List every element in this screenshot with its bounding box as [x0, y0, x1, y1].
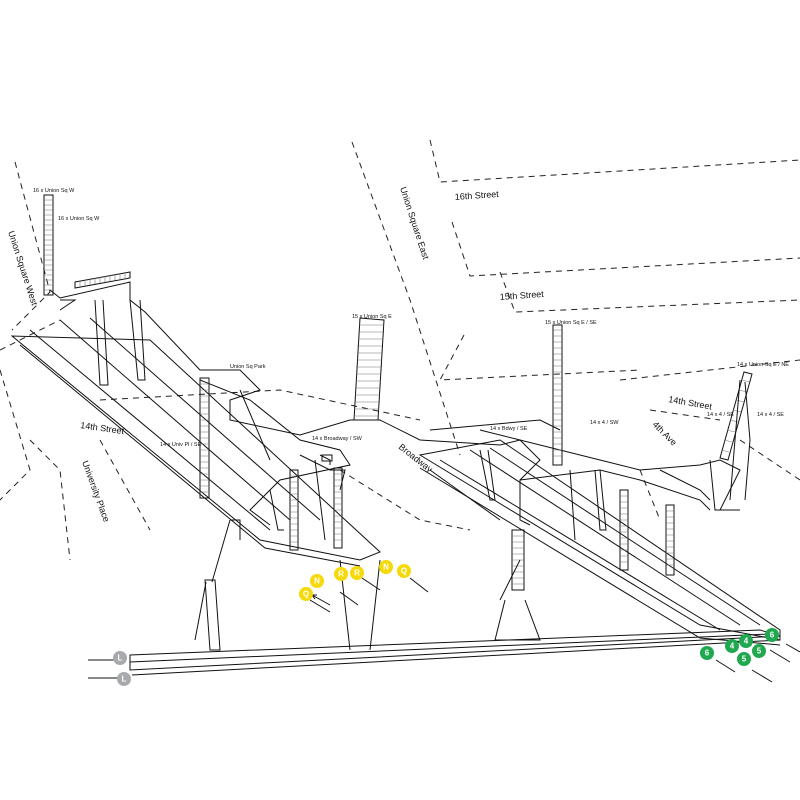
bullet-4-1: 4 — [725, 639, 739, 653]
entrance-14-4-se-1: 14 x 4 / SE — [707, 412, 734, 418]
platforms — [10, 317, 781, 676]
svg-text:4: 4 — [744, 637, 749, 646]
union-square-west-label: Union Square West — [6, 230, 40, 308]
union-square-east-label: Union Square East — [398, 186, 431, 261]
stair-15-usq-e-se — [552, 324, 563, 466]
bullet-r-2: R — [350, 566, 364, 580]
entrance-16-usq-w-1: 16 x Union Sq W — [33, 188, 75, 194]
stair-nqr-1 — [289, 469, 299, 551]
stairs — [43, 194, 753, 591]
stair-16-usq-w — [43, 194, 54, 296]
svg-text:6: 6 — [770, 631, 775, 640]
entrance-14-univ-pl: 14 x Univ Pl / SE — [160, 442, 202, 448]
bullet-4-2: 4 — [739, 634, 753, 648]
stair-15-usq-e — [353, 317, 385, 421]
nqr-platform — [10, 335, 381, 561]
entrance-15-usq-e: 15 x Union Sq E — [352, 314, 392, 320]
stair-irt-2 — [619, 489, 629, 571]
street-labels: Union Square West Union Square East 16th… — [6, 186, 713, 524]
svg-text:R: R — [354, 569, 360, 578]
stair-irt-1 — [511, 529, 525, 591]
bullet-5-2: 5 — [737, 652, 751, 666]
entrance-labels: 16 x Union Sq W 16 x Union Sq W Union Sq… — [33, 188, 789, 448]
bullet-q-1: Q — [299, 587, 313, 601]
svg-text:N: N — [314, 577, 320, 586]
svg-text:6: 6 — [705, 649, 710, 658]
broadway-label: Broadway — [397, 442, 435, 475]
entrance-15-usq-e-se: 15 x Union Sq E / SE — [545, 320, 597, 326]
mezzanine — [49, 281, 741, 526]
entrance-14-4-sw: 14 x 4 / SW — [590, 420, 619, 426]
bullet-6-2: 6 — [765, 628, 779, 642]
stair-irt-3 — [665, 504, 675, 576]
stair-14-usq-e-ne — [719, 371, 753, 461]
entrance-14-usq-e-ne: 14 x Union Sq E / NE — [737, 362, 789, 368]
svg-text:5: 5 — [742, 655, 747, 664]
university-place-label: University Place — [80, 459, 111, 523]
route-bullets: Q N R R N Q 6 4 4 5 6 5 L L — [113, 560, 779, 686]
stair-nqr-2 — [333, 467, 343, 549]
entrance-14-broadway-sw: 14 x Broadway / SW — [312, 436, 363, 442]
l-platform — [129, 629, 781, 671]
svg-text:5: 5 — [757, 647, 762, 656]
svg-text:R: R — [338, 570, 344, 579]
irt-platform — [418, 439, 781, 641]
bullet-l-2: L — [117, 672, 131, 686]
svg-text:Q: Q — [303, 590, 309, 599]
entrance-14-bdwy-se: 14 x Bdwy / SE — [490, 426, 528, 432]
bullet-n-2: N — [379, 560, 393, 574]
bullet-r-1: R — [334, 567, 348, 581]
16th-street-label: 16th Street — [454, 189, 499, 202]
svg-text:N: N — [383, 563, 389, 572]
structure-lines — [94, 299, 751, 651]
bullet-n-1: N — [310, 574, 324, 588]
svg-text:Q: Q — [401, 567, 407, 576]
stair-usq-park — [199, 377, 210, 499]
14th-street-left-label: 14th Street — [80, 420, 125, 436]
street-outlines — [0, 139, 800, 561]
direction-arrows — [88, 577, 800, 683]
bullet-q-2: Q — [397, 564, 411, 578]
15th-street-label: 15th Street — [499, 289, 544, 302]
svg-text:4: 4 — [730, 642, 735, 651]
stair-top-left — [74, 271, 131, 289]
entrance-14-4-se-2: 14 x 4 / SE — [757, 412, 784, 418]
entrance-usq-park: Union Sq Park — [230, 364, 266, 370]
bullet-6-1: 6 — [700, 646, 714, 660]
4th-ave-label: 4th Ave — [651, 419, 679, 447]
14th-street-right-label: 14th Street — [668, 394, 714, 412]
bullet-5-1: 5 — [752, 644, 766, 658]
svg-text:L: L — [122, 675, 127, 684]
bullet-l-1: L — [113, 651, 127, 665]
svg-text:L: L — [118, 654, 123, 663]
entrance-16-usq-w-2: 16 x Union Sq W — [58, 216, 100, 222]
